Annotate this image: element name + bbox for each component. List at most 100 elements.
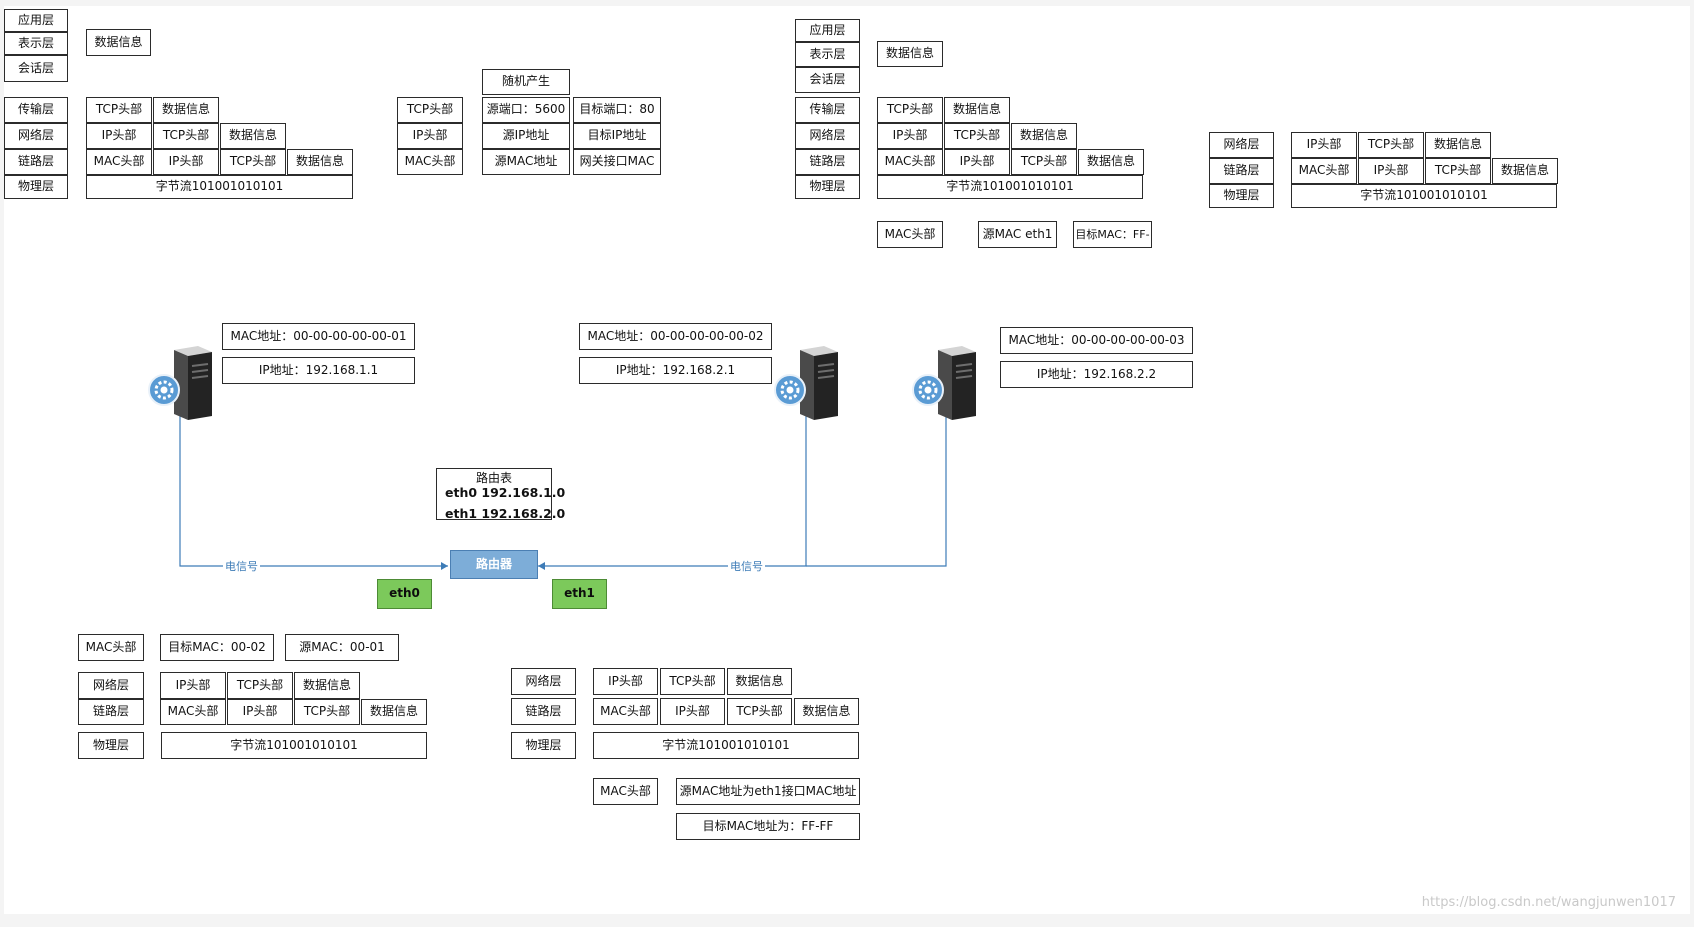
host3-ip-address: IP地址：192.168.2.2 xyxy=(1000,361,1193,388)
byte-stream: 字节流101001010101 xyxy=(1291,184,1557,208)
routing-table-row: eth1 192.168.2.0 xyxy=(445,506,566,521)
gateway-mac: 网关接口MAC xyxy=(573,149,661,175)
layer-link: 链路层 xyxy=(78,699,144,725)
mac-header: MAC头部 xyxy=(593,778,658,805)
layer-application: 应用层 xyxy=(4,9,68,32)
router-port-eth0[interactable]: eth0 xyxy=(377,579,432,609)
data-info: 数据信息 xyxy=(944,97,1010,123)
layer-link: 链路层 xyxy=(1209,158,1274,184)
layer-presentation: 表示层 xyxy=(795,42,860,67)
tcp-header: TCP头部 xyxy=(727,698,792,725)
mac-header: MAC头部 xyxy=(86,149,152,175)
server-icon xyxy=(774,346,838,420)
dest-mac-note: 目标MAC地址为：FF-FF xyxy=(676,813,860,840)
router[interactable]: 路由器 xyxy=(450,550,538,579)
data-info: 数据信息 xyxy=(287,149,353,175)
routing-table-title: 路由表 xyxy=(475,471,512,485)
routing-table-row: eth0 192.168.1.0 xyxy=(445,485,566,500)
mac-header: MAC头部 xyxy=(877,149,943,175)
mac-header: MAC头部 xyxy=(593,698,658,725)
dest-port: 目标端口：80 xyxy=(573,97,661,123)
ip-header: IP头部 xyxy=(153,149,219,175)
ip-header: IP头部 xyxy=(877,123,943,149)
layer-transport: 传输层 xyxy=(4,97,68,123)
tcp-header: TCP头部 xyxy=(86,97,152,123)
layer-transport: 传输层 xyxy=(795,97,860,123)
tcp-header: TCP头部 xyxy=(877,97,943,123)
source-ip: 源IP地址 xyxy=(482,123,570,149)
ip-header: IP头部 xyxy=(593,668,658,695)
data-info: 数据信息 xyxy=(294,672,360,699)
wire-host1-router xyxy=(179,416,448,567)
layer-physical: 物理层 xyxy=(4,175,68,199)
tcp-header: TCP头部 xyxy=(1358,132,1424,158)
ip-header: IP头部 xyxy=(1358,158,1424,184)
layer-presentation: 表示层 xyxy=(4,32,68,55)
layer-physical: 物理层 xyxy=(78,732,144,759)
layer-physical: 物理层 xyxy=(795,175,860,199)
data-info: 数据信息 xyxy=(794,698,859,725)
mac-header: MAC头部 xyxy=(877,221,943,248)
ip-header: IP头部 xyxy=(160,672,226,699)
arrow-into-router-left xyxy=(441,562,448,570)
ip-header: IP头部 xyxy=(86,123,152,149)
dest-ip: 目标IP地址 xyxy=(573,123,661,149)
layer-network: 网络层 xyxy=(4,123,68,149)
connection-lines xyxy=(179,416,947,570)
data-info: 数据信息 xyxy=(877,41,943,67)
ip-header: IP头部 xyxy=(227,699,293,725)
arrow-into-router-right xyxy=(538,562,545,570)
ip-header: IP头部 xyxy=(397,123,463,149)
tcp-header: TCP头部 xyxy=(397,97,463,123)
tcp-header: TCP头部 xyxy=(1011,149,1077,175)
data-info: 数据信息 xyxy=(1492,158,1558,184)
host1-ip-address: IP地址：192.168.1.1 xyxy=(222,357,415,384)
byte-stream: 字节流101001010101 xyxy=(593,732,859,759)
layer-link: 链路层 xyxy=(511,698,576,725)
tcp-header: TCP头部 xyxy=(294,699,360,725)
mac-header: MAC头部 xyxy=(1291,158,1357,184)
layer-network: 网络层 xyxy=(795,123,860,149)
routing-table: 路由表 eth0 192.168.1.0 eth1 192.168.2.0 xyxy=(436,468,565,521)
data-info: 数据信息 xyxy=(153,97,219,123)
byte-stream: 字节流101001010101 xyxy=(877,175,1143,199)
source-mac: 源MAC：00-01 xyxy=(285,634,399,661)
host2-ip-address: IP地址：192.168.2.1 xyxy=(579,357,772,384)
layer-application: 应用层 xyxy=(795,19,860,42)
layer-physical: 物理层 xyxy=(1209,184,1274,208)
network-diagram: 应用层 表示层 会话层 数据信息 传输层 网络层 链路层 物理层 TCP头部 数… xyxy=(4,6,1690,914)
dest-mac: 目标MAC：00-02 xyxy=(160,634,274,661)
host1-mac-address: MAC地址：00-00-00-00-00-01 xyxy=(222,323,415,350)
layer-physical: 物理层 xyxy=(511,732,576,759)
mac-header: MAC头部 xyxy=(397,149,463,175)
mac-header: MAC头部 xyxy=(78,634,144,661)
data-info: 数据信息 xyxy=(1078,149,1144,175)
watermark: https://blog.csdn.net/wangjunwen1017 xyxy=(1421,895,1676,910)
tcp-header: TCP头部 xyxy=(227,672,293,699)
tcp-header: TCP头部 xyxy=(220,149,286,175)
source-mac-note: 源MAC地址为eth1接口MAC地址 xyxy=(676,778,860,805)
data-info: 数据信息 xyxy=(727,668,792,695)
layer-session: 会话层 xyxy=(795,67,860,93)
source-mac: 源MAC地址 xyxy=(482,149,570,175)
byte-stream: 字节流101001010101 xyxy=(161,732,427,759)
random-generated: 随机产生 xyxy=(482,69,570,95)
ip-header: IP头部 xyxy=(1291,132,1357,158)
signal-label-right: 电信号 xyxy=(728,558,765,574)
host3-mac-address: MAC地址：00-00-00-00-00-03 xyxy=(1000,327,1193,354)
source-port: 源端口：5600 xyxy=(482,97,570,123)
tcp-header: TCP头部 xyxy=(153,123,219,149)
wire-host3-branch xyxy=(806,416,947,567)
ip-header: IP头部 xyxy=(944,149,1010,175)
layer-network: 网络层 xyxy=(78,672,144,699)
byte-stream: 字节流101001010101 xyxy=(86,175,353,199)
layer-link: 链路层 xyxy=(4,149,68,175)
ip-header: IP头部 xyxy=(660,698,725,725)
data-info: 数据信息 xyxy=(1011,123,1077,149)
router-port-eth1[interactable]: eth1 xyxy=(552,579,607,609)
tcp-header: TCP头部 xyxy=(1425,158,1491,184)
tcp-header: TCP头部 xyxy=(944,123,1010,149)
layer-session: 会话层 xyxy=(4,55,68,82)
tcp-header: TCP头部 xyxy=(660,668,725,695)
data-info: 数据信息 xyxy=(1425,132,1491,158)
